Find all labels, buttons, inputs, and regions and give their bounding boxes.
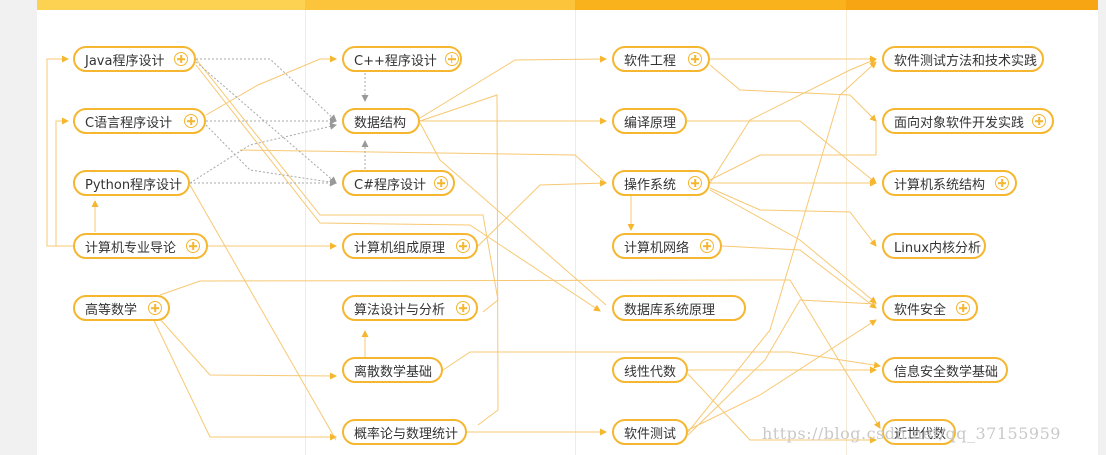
course-label: 软件测试方法和技术实践 — [894, 53, 1038, 69]
course-label: 数据结构 — [354, 115, 407, 131]
course-node-db[interactable]: 数据库系统原理 — [612, 295, 746, 321]
watermark: https://blog.csdn.net/qq_37155959 — [762, 424, 1061, 443]
course-node-discrete[interactable]: 离散数学基础 — [342, 357, 443, 383]
course-node-python[interactable]: Python程序设计 — [73, 170, 190, 196]
expand-plus-icon[interactable] — [186, 239, 200, 253]
course-node-infosec-math[interactable]: 信息安全数学基础 — [882, 357, 1008, 383]
course-label: 概率论与数理统计 — [354, 426, 459, 442]
course-label: 高等数学 — [85, 302, 138, 318]
course-label: Linux内核分析 — [894, 240, 982, 256]
column-4-bar — [846, 0, 1098, 10]
column-2-bar — [305, 0, 575, 10]
expand-plus-icon[interactable] — [688, 52, 702, 66]
course-node-net[interactable]: 计算机网络 — [612, 233, 722, 259]
course-label: 计算机组成原理 — [354, 240, 446, 256]
course-node-testing-tech[interactable]: 软件测试方法和技术实践 — [882, 46, 1044, 72]
expand-plus-icon[interactable] — [995, 176, 1009, 190]
expand-plus-icon[interactable] — [184, 114, 198, 128]
course-node-prob[interactable]: 概率论与数理统计 — [342, 419, 467, 445]
expand-plus-icon[interactable] — [456, 239, 470, 253]
course-label: 算法设计与分析 — [354, 302, 446, 318]
course-label: 数据库系统原理 — [624, 302, 716, 318]
course-node-cpp[interactable]: C++程序设计 — [342, 46, 462, 72]
expand-plus-icon[interactable] — [700, 239, 714, 253]
expand-plus-icon[interactable] — [1032, 114, 1047, 128]
column-separator — [305, 10, 306, 455]
course-label: 面向对象软件开发实践 — [894, 115, 1025, 131]
course-label: 软件工程 — [624, 53, 677, 69]
course-node-intro[interactable]: 计算机专业导论 — [73, 233, 208, 259]
course-label: 计算机系统结构 — [894, 177, 986, 193]
course-node-arch[interactable]: 计算机系统结构 — [882, 170, 1017, 196]
course-node-security[interactable]: 软件安全 — [882, 295, 978, 321]
course-node-linalg[interactable]: 线性代数 — [612, 357, 688, 383]
course-node-se[interactable]: 软件工程 — [612, 46, 710, 72]
course-label: C#程序设计 — [354, 177, 426, 193]
expand-plus-icon[interactable] — [688, 176, 702, 190]
course-label: 编译原理 — [624, 115, 677, 131]
course-label: 计算机网络 — [624, 240, 690, 256]
expand-plus-icon[interactable] — [148, 301, 162, 315]
course-label: 近世代数 — [894, 426, 947, 442]
right-margin — [1098, 0, 1106, 455]
course-label: 软件安全 — [894, 302, 947, 318]
course-label: C语言程序设计 — [85, 115, 173, 131]
column-3-bar — [575, 0, 846, 10]
left-margin — [0, 0, 37, 455]
expand-plus-icon[interactable] — [174, 52, 188, 66]
course-label: Java程序设计 — [85, 53, 165, 69]
course-node-math[interactable]: 高等数学 — [73, 295, 170, 321]
expand-plus-icon[interactable] — [444, 52, 459, 66]
course-node-csharp[interactable]: C#程序设计 — [342, 170, 455, 196]
course-label: C++程序设计 — [354, 53, 437, 69]
column-separator — [575, 10, 576, 455]
course-node-test[interactable]: 软件测试 — [612, 419, 688, 445]
course-node-algo[interactable]: 算法设计与分析 — [342, 295, 478, 321]
course-node-linux[interactable]: Linux内核分析 — [882, 233, 986, 259]
course-label: 软件测试 — [624, 426, 677, 442]
expand-plus-icon[interactable] — [956, 301, 970, 315]
course-node-compiler[interactable]: 编译原理 — [612, 108, 687, 134]
course-label: 离散数学基础 — [354, 364, 433, 380]
course-node-os[interactable]: 操作系统 — [612, 170, 710, 196]
course-label: 线性代数 — [624, 364, 677, 380]
course-node-ds[interactable]: 数据结构 — [342, 108, 420, 134]
course-label: 计算机专业导论 — [85, 240, 177, 256]
course-node-oop[interactable]: 面向对象软件开发实践 — [882, 108, 1054, 134]
column-separator — [846, 10, 847, 455]
course-label: Python程序设计 — [85, 177, 183, 193]
course-node-modern-algebra[interactable]: 近世代数 — [882, 419, 956, 445]
course-node-java[interactable]: Java程序设计 — [73, 46, 196, 72]
course-label: 操作系统 — [624, 177, 677, 193]
course-node-c[interactable]: C语言程序设计 — [73, 108, 206, 134]
expand-plus-icon[interactable] — [433, 176, 448, 190]
expand-plus-icon[interactable] — [456, 301, 470, 315]
column-1-bar — [37, 0, 305, 10]
course-node-coa[interactable]: 计算机组成原理 — [342, 233, 478, 259]
course-label: 信息安全数学基础 — [894, 364, 999, 380]
